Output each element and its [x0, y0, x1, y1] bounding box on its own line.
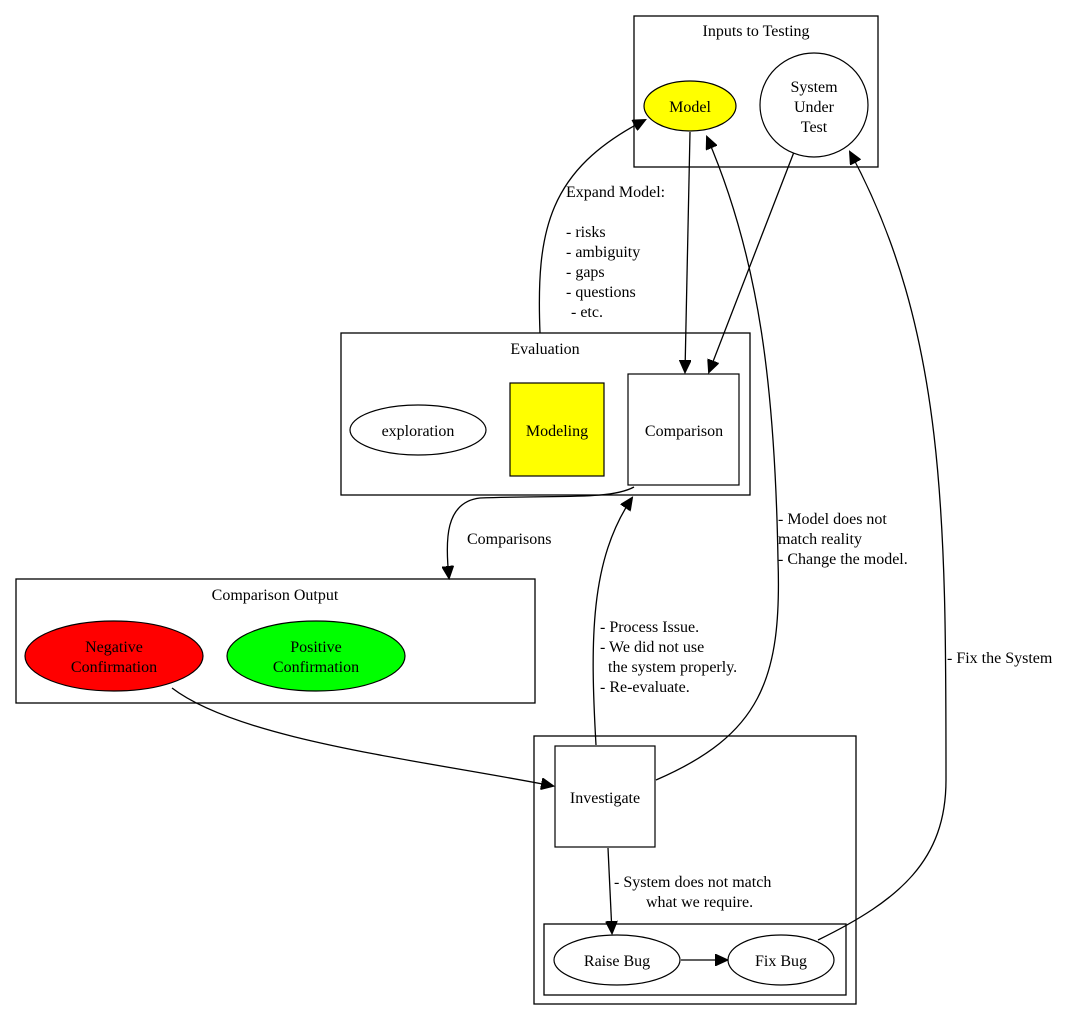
sut-line-1: System — [790, 79, 838, 96]
node-raise-bug: Raise Bug — [553, 934, 681, 986]
node-fix-bug: Fix Bug — [727, 934, 835, 986]
node-model-label: Model — [669, 99, 711, 116]
edge-expand-model — [538, 120, 645, 334]
sut-line-3: Test — [801, 119, 828, 136]
negative-line-1: Negative — [85, 639, 143, 656]
system-mismatch-line-2: what we require. — [646, 894, 753, 911]
cluster-evaluation-title: Evaluation — [510, 341, 579, 358]
node-exploration: exploration — [349, 404, 487, 456]
edge-label-expand-model: Expand Model: - risks - ambiguity - gaps… — [566, 184, 665, 321]
edge-comparisons — [447, 486, 635, 578]
cluster-comparison-output: Comparison Output — [15, 578, 536, 704]
process-issue-line-3: the system properly. — [600, 659, 737, 676]
edge-negative-to-investigate — [171, 687, 553, 786]
cluster-inputs-to-testing: Inputs to Testing — [633, 15, 879, 168]
expand-model-line-3: - risks — [566, 224, 606, 241]
node-investigate-label: Investigate — [570, 790, 640, 807]
cluster-evaluation: Evaluation — [340, 332, 751, 496]
node-investigate: Investigate — [554, 745, 656, 848]
node-comparison-label: Comparison — [645, 423, 723, 440]
node-modeling-label: Modeling — [526, 423, 588, 440]
edge-label-model-mismatch: - Model does not match reality - Change … — [778, 511, 908, 568]
cluster-inputs-title: Inputs to Testing — [702, 23, 809, 40]
model-mismatch-line-1: - Model does not — [778, 511, 887, 528]
node-system-under-test: System Under Test — [759, 52, 869, 158]
node-positive-confirmation: Positive Confirmation — [226, 620, 406, 692]
node-model: Model — [643, 80, 737, 132]
positive-line-2: Confirmation — [273, 659, 359, 676]
node-exploration-label: exploration — [382, 423, 455, 440]
node-comparison: Comparison — [627, 373, 740, 486]
edge-investigate-to-comparison — [592, 498, 632, 746]
edge-investigate-to-raise-bug — [608, 847, 612, 933]
expand-model-line-1: Expand Model: — [566, 184, 665, 201]
node-negative-confirmation: Negative Confirmation — [24, 620, 204, 692]
process-issue-line-2: - We did not use — [600, 639, 704, 656]
edge-model-to-comparison — [685, 131, 690, 372]
edge-investigate-to-model — [655, 137, 780, 781]
expand-model-line-7: - etc. — [571, 304, 603, 321]
cluster-bug — [543, 923, 847, 996]
cluster-comparison-output-title: Comparison Output — [212, 587, 339, 604]
edge-label-system-mismatch: - System does not match what we require. — [614, 874, 771, 911]
sut-line-2: Under — [794, 99, 835, 116]
edge-fix-to-sut — [817, 152, 947, 941]
cluster-investigation — [533, 735, 857, 1005]
expand-model-line-4: - ambiguity — [566, 244, 640, 261]
node-fix-bug-label: Fix Bug — [755, 953, 807, 970]
node-raise-bug-label: Raise Bug — [584, 953, 650, 970]
model-mismatch-line-2: match reality — [778, 531, 862, 548]
system-mismatch-line-1: - System does not match — [614, 874, 771, 891]
model-mismatch-line-3: - Change the model. — [778, 551, 908, 568]
negative-line-2: Confirmation — [71, 659, 157, 676]
edge-label-comparisons: Comparisons — [467, 531, 551, 548]
edge-sut-to-comparison — [709, 151, 795, 372]
process-issue-line-4: - Re-evaluate. — [600, 679, 690, 696]
edge-label-fix-system: - Fix the System — [947, 650, 1053, 667]
edge-label-process-issue: - Process Issue. - We did not use the sy… — [600, 619, 737, 696]
node-modeling: Modeling — [509, 382, 605, 477]
process-issue-line-1: - Process Issue. — [600, 619, 699, 636]
expand-model-line-5: - gaps — [566, 264, 605, 281]
positive-line-1: Positive — [290, 639, 342, 656]
expand-model-line-6: - questions — [566, 284, 636, 301]
